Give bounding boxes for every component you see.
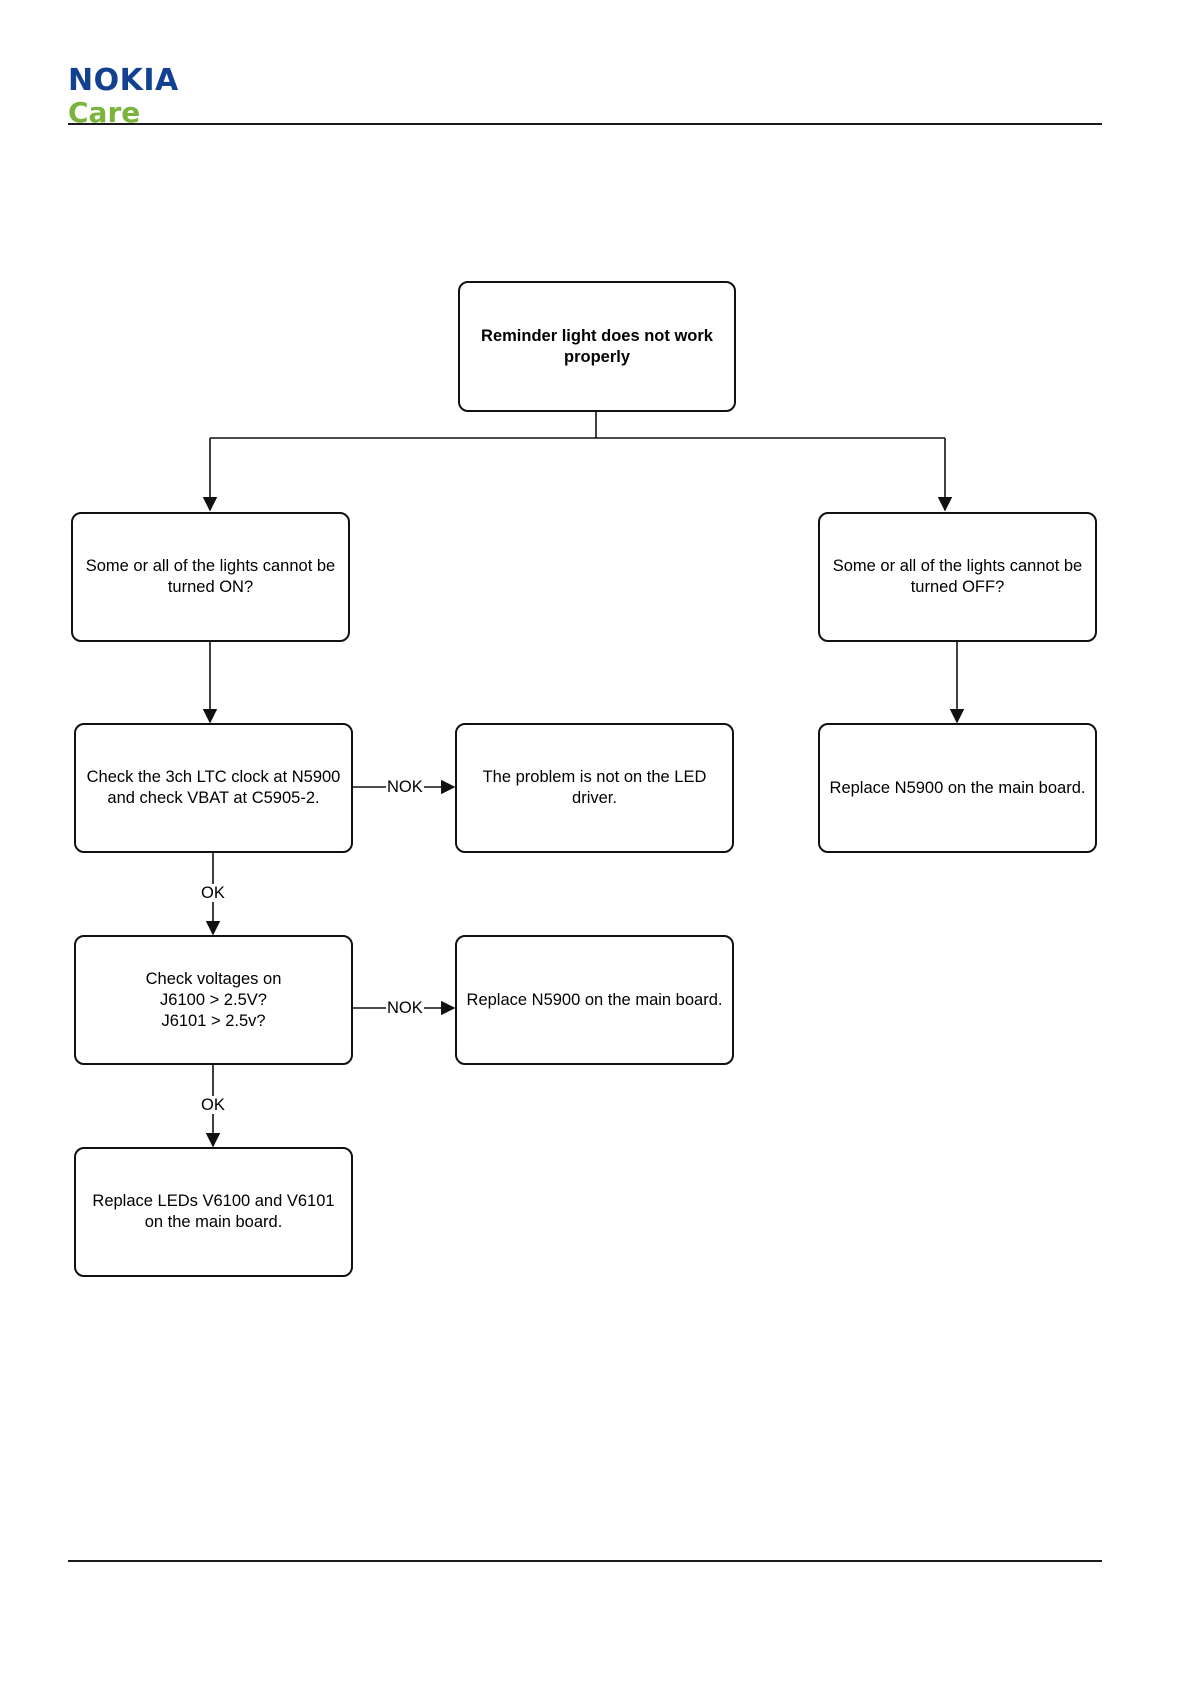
node-replace-leds: Replace LEDs V6100 and V6101 on the main… xyxy=(74,1147,353,1277)
node-branch-on: Some or all of the lights cannot be turn… xyxy=(71,512,350,642)
edge-label-nok-1: NOK xyxy=(386,778,424,796)
node-replace-n5900-right: Replace N5900 on the main board. xyxy=(818,723,1097,853)
node-replace-n5900-mid: Replace N5900 on the main board. xyxy=(455,935,734,1065)
node-branch-off: Some or all of the lights cannot be turn… xyxy=(818,512,1097,642)
logo-nokia-wordmark: NOKIA xyxy=(68,63,179,98)
node-not-led-driver: The problem is not on the LED driver. xyxy=(455,723,734,853)
node-check-voltages: Check voltages on J6100 > 2.5V? J6101 > … xyxy=(74,935,353,1065)
footer-rule xyxy=(68,1560,1102,1562)
logo-care-wordmark: Care xyxy=(68,96,141,129)
node-start: Reminder light does not work properly xyxy=(458,281,736,412)
edge-label-nok-2: NOK xyxy=(386,999,424,1017)
header-rule xyxy=(68,123,1102,125)
node-check-clock: Check the 3ch LTC clock at N5900 and che… xyxy=(74,723,353,853)
nokia-care-logo: NOKIA Care xyxy=(68,66,179,128)
edge-label-ok-2: OK xyxy=(200,1096,226,1114)
edge-label-ok-1: OK xyxy=(200,884,226,902)
